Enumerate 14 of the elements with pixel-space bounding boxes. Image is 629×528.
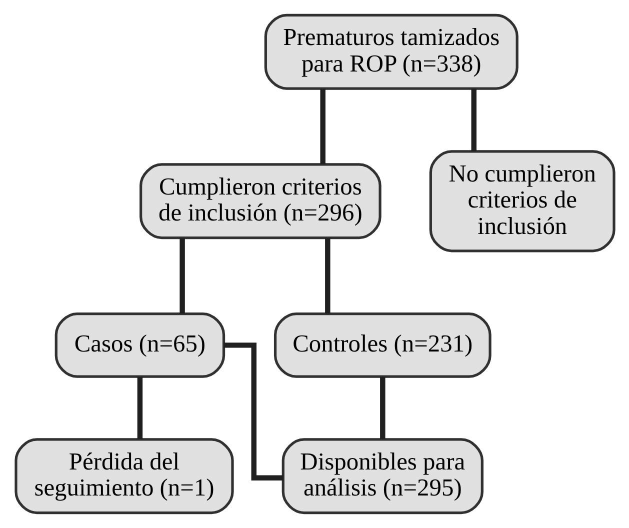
connector	[223, 342, 283, 481]
node-box: No cumplieron criterios de inclusión	[428, 150, 615, 252]
connector	[380, 376, 385, 440]
connector	[470, 88, 476, 152]
node-box: Controles (n=231)	[273, 312, 491, 378]
connector	[324, 238, 330, 314]
connector	[179, 238, 184, 314]
node-box: Cumplieron criterios de inclusión (n=296)	[139, 163, 381, 240]
node-box: Pérdida del seguimiento (n=1)	[14, 438, 234, 514]
node-box: Casos (n=65)	[54, 312, 225, 378]
connector	[136, 376, 142, 440]
node-box: Disponibles para análisis (n=295)	[281, 438, 483, 514]
node-box: Prematuros tamizados para ROP (n=338)	[264, 14, 518, 90]
connector	[320, 88, 325, 164]
